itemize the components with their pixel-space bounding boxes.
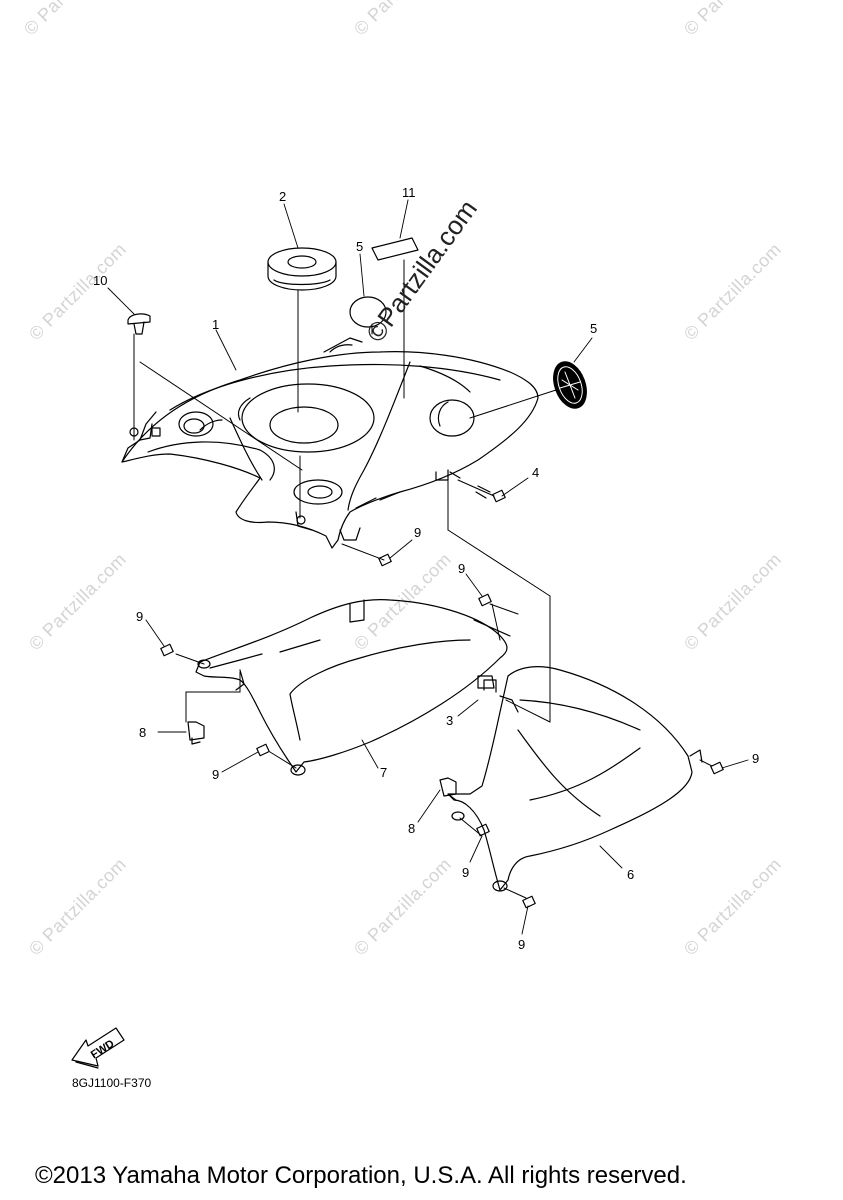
callout-9: 9 [458,561,466,576]
callout-9: 9 [212,767,220,782]
right-side-cover [447,666,703,892]
clip-nut [187,721,205,745]
callout-9: 9 [518,937,526,952]
callout-9: 9 [136,609,144,624]
callout-10: 10 [93,273,108,288]
decal-label [371,237,419,261]
clip-nut [439,777,457,797]
callout-6: 6 [627,867,635,882]
callout-9: 9 [462,865,470,880]
callout-2: 2 [279,189,287,204]
grommet [267,247,337,291]
emblem-blank [349,296,387,328]
callout-3: 3 [446,713,454,728]
forward-arrow-icon: FWD [71,1027,125,1069]
callout-1: 1 [212,317,220,332]
callout-5: 5 [590,321,598,336]
callout-8: 8 [408,821,416,836]
leader-lines [107,199,749,935]
bracket [477,675,495,689]
assembly-lines [133,259,713,899]
clip-rivet [127,313,151,335]
callout-11: 11 [402,185,416,200]
callout-9: 9 [414,525,422,540]
part-code: 8GJ1100-F370 [72,1076,152,1090]
bolt [475,485,506,503]
yamaha-emblem [553,361,587,409]
callout-4: 4 [532,465,540,480]
callout-8: 8 [139,725,147,740]
callout-5: 5 [356,239,364,254]
left-side-cover [195,599,511,776]
copyright-notice: ©2013 Yamaha Motor Corporation, U.S.A. A… [35,1162,687,1189]
callout-7: 7 [380,765,388,780]
callout-9: 9 [752,751,760,766]
bolt [160,553,724,909]
tank-cover [121,337,539,549]
